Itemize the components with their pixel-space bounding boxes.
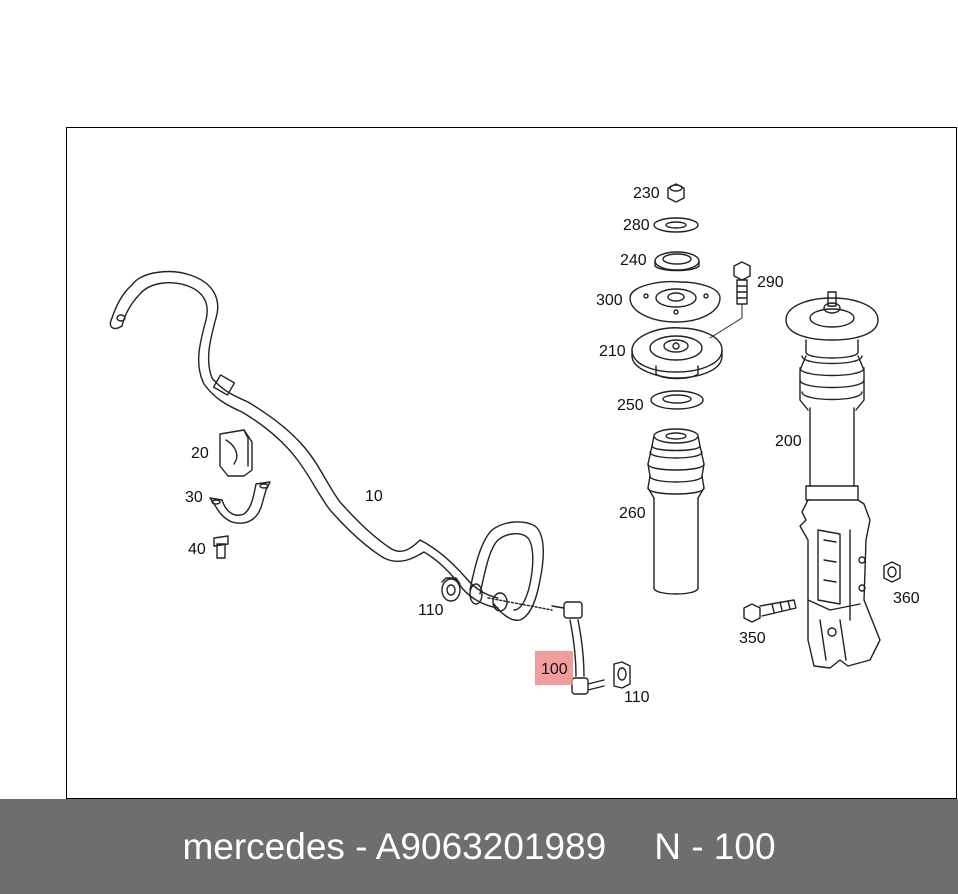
label-20: 20 <box>191 445 209 462</box>
label-260: 260 <box>619 505 646 522</box>
exploded-parts-diagram: 230 280 240 290 300 210 250 200 260 20 3… <box>109 183 920 706</box>
label-350: 350 <box>739 630 766 647</box>
reference-text: N - 100 <box>654 825 776 867</box>
bolt-290 <box>709 261 751 339</box>
label-240: 240 <box>620 252 647 269</box>
label-40: 40 <box>188 541 206 558</box>
part-number-text: mercedes - A9063201989 <box>182 825 607 867</box>
label-110-left: 110 <box>418 602 444 619</box>
dust-boot-260 <box>647 428 705 595</box>
label-100: 100 <box>541 661 568 678</box>
strut-mount-210 <box>631 327 723 380</box>
nut-110-right <box>613 661 631 689</box>
label-10: 10 <box>365 488 383 505</box>
highlight-box <box>535 651 573 685</box>
bolt-350 <box>743 599 797 623</box>
part-number-footer: mercedes - A9063201989 N - 100 <box>0 799 958 894</box>
nut-110-left <box>441 577 461 602</box>
washer-280 <box>653 217 699 233</box>
label-280: 280 <box>623 217 650 234</box>
top-nut-230 <box>667 183 685 203</box>
label-360: 360 <box>893 590 920 607</box>
stabilizer-bar <box>109 270 553 621</box>
label-30: 30 <box>185 489 203 506</box>
stabilizer-link <box>551 601 605 695</box>
spring-seat-250 <box>650 390 704 410</box>
label-210: 210 <box>599 343 626 360</box>
label-250: 250 <box>617 397 644 414</box>
label-290: 290 <box>757 274 784 291</box>
clamp-bracket <box>209 481 271 524</box>
upper-mount-300 <box>629 280 721 323</box>
shock-absorber-200 <box>785 291 881 669</box>
label-200: 200 <box>775 433 802 450</box>
disc-240 <box>654 251 700 272</box>
label-110-right: 110 <box>624 689 650 706</box>
label-300: 300 <box>596 292 623 309</box>
label-230: 230 <box>633 185 660 202</box>
nut-360 <box>883 561 901 583</box>
bolt-40 <box>213 535 229 559</box>
rubber-bushing <box>219 429 253 477</box>
diagram-frame <box>66 127 957 799</box>
